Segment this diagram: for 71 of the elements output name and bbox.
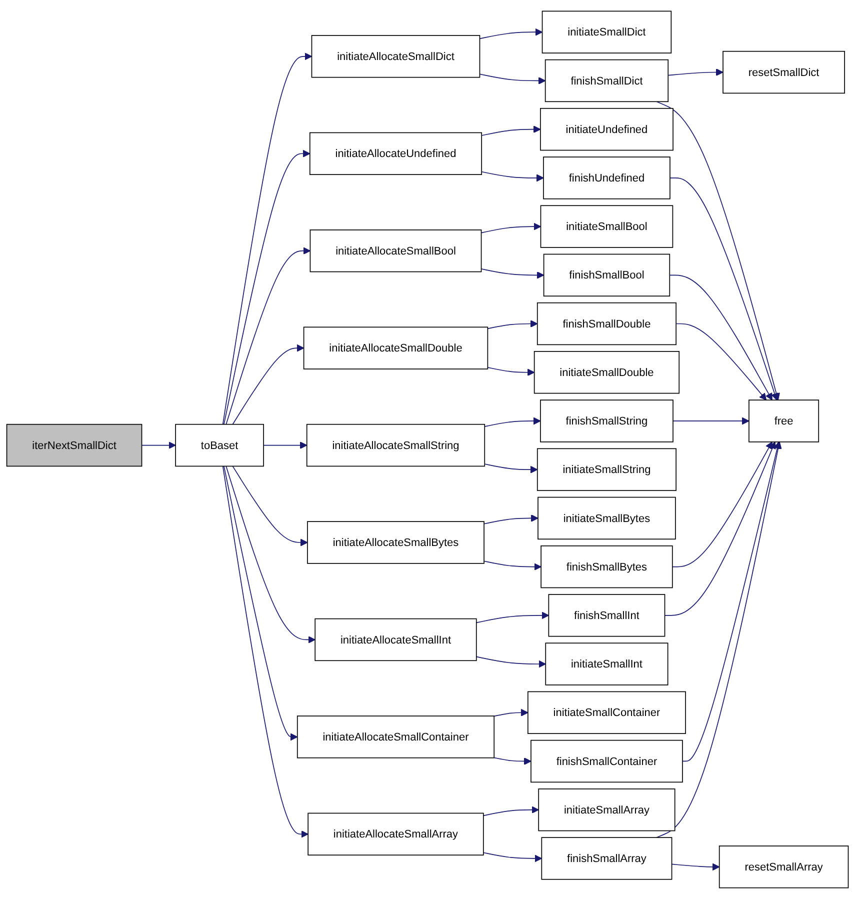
node-box: finishSmallInt [548,594,666,637]
arrow [494,708,528,717]
node-box: resetSmallArray [718,846,849,888]
arrow [668,68,724,76]
arrow [682,442,781,762]
arrow [480,222,542,234]
arrow [476,656,546,668]
node-box: initiateUndefined [540,108,674,151]
arrow [669,274,772,400]
node-box: finishSmallString [540,400,674,442]
arrow [484,560,542,571]
arrow [481,171,544,182]
node-box: initiateAllocateSmallInt [314,618,477,662]
node-box: resetSmallDict [722,50,845,94]
node-box: initiateSmallBytes [538,496,676,540]
arrow [676,323,767,400]
arrow [480,268,544,279]
arrow [671,863,720,871]
node-box: initiateAllocateSmallDict [311,35,480,78]
node-box: initiateAllocateUndefined [309,132,482,175]
node-box: initiateAllocateSmallBool [310,230,482,272]
node-box: initiateAllocateSmallDouble [303,326,488,370]
arrow [481,126,541,136]
arrow [672,442,772,568]
node-box: finishSmallArray [541,837,672,880]
arrow [476,612,550,624]
arrow [482,852,542,862]
arrow [224,466,298,741]
arrow [487,367,535,376]
arrow [222,52,312,425]
node-box: finishSmallBool [543,254,670,296]
arrow [484,514,538,524]
node-box: initiateAllocateSmallArray [308,812,484,856]
node-box: initiateSmallArray [538,788,676,832]
node-box: initiateSmallInt [545,642,668,686]
node-box: initiateSmallDict [542,10,672,54]
arrow [494,757,532,765]
arrow [141,442,176,449]
node-box: finishUndefined [543,156,670,200]
node-box: initiateSmallContainer [528,691,686,734]
arrow [670,178,778,400]
arrow [664,442,776,616]
node-box: initiateAllocateSmallBytes [307,521,484,564]
node-box: initiateSmallBool [540,205,674,248]
arrow [656,101,780,400]
node-box: finishSmallContainer [530,740,683,783]
node-box: toBaset [175,424,264,467]
arrow [263,442,308,449]
node-box: free [748,400,820,442]
node-box: initiateAllocateSmallString [306,424,486,467]
node-box: iterNextSmallDict [6,424,142,467]
node-box: finishSmallDict [544,59,669,102]
arrow [672,417,750,425]
node-box: finishSmallBytes [540,545,673,588]
arrow [656,442,782,838]
node-box: initiateSmallString [536,448,676,491]
arrow [484,464,538,474]
arrow [487,320,538,330]
node-box: finishSmallDouble [536,302,676,346]
node-box: initiateSmallDouble [534,351,680,394]
arrow [226,247,311,425]
arrow [224,150,310,425]
arrow [232,466,308,546]
arrow [479,74,546,84]
arrow [226,466,316,644]
arrow [232,344,304,425]
arrow [482,806,539,816]
node-box: initiateAllocateSmallContainer [296,716,495,758]
arrow [484,417,541,427]
arrow [479,28,543,40]
arrow [222,466,308,838]
